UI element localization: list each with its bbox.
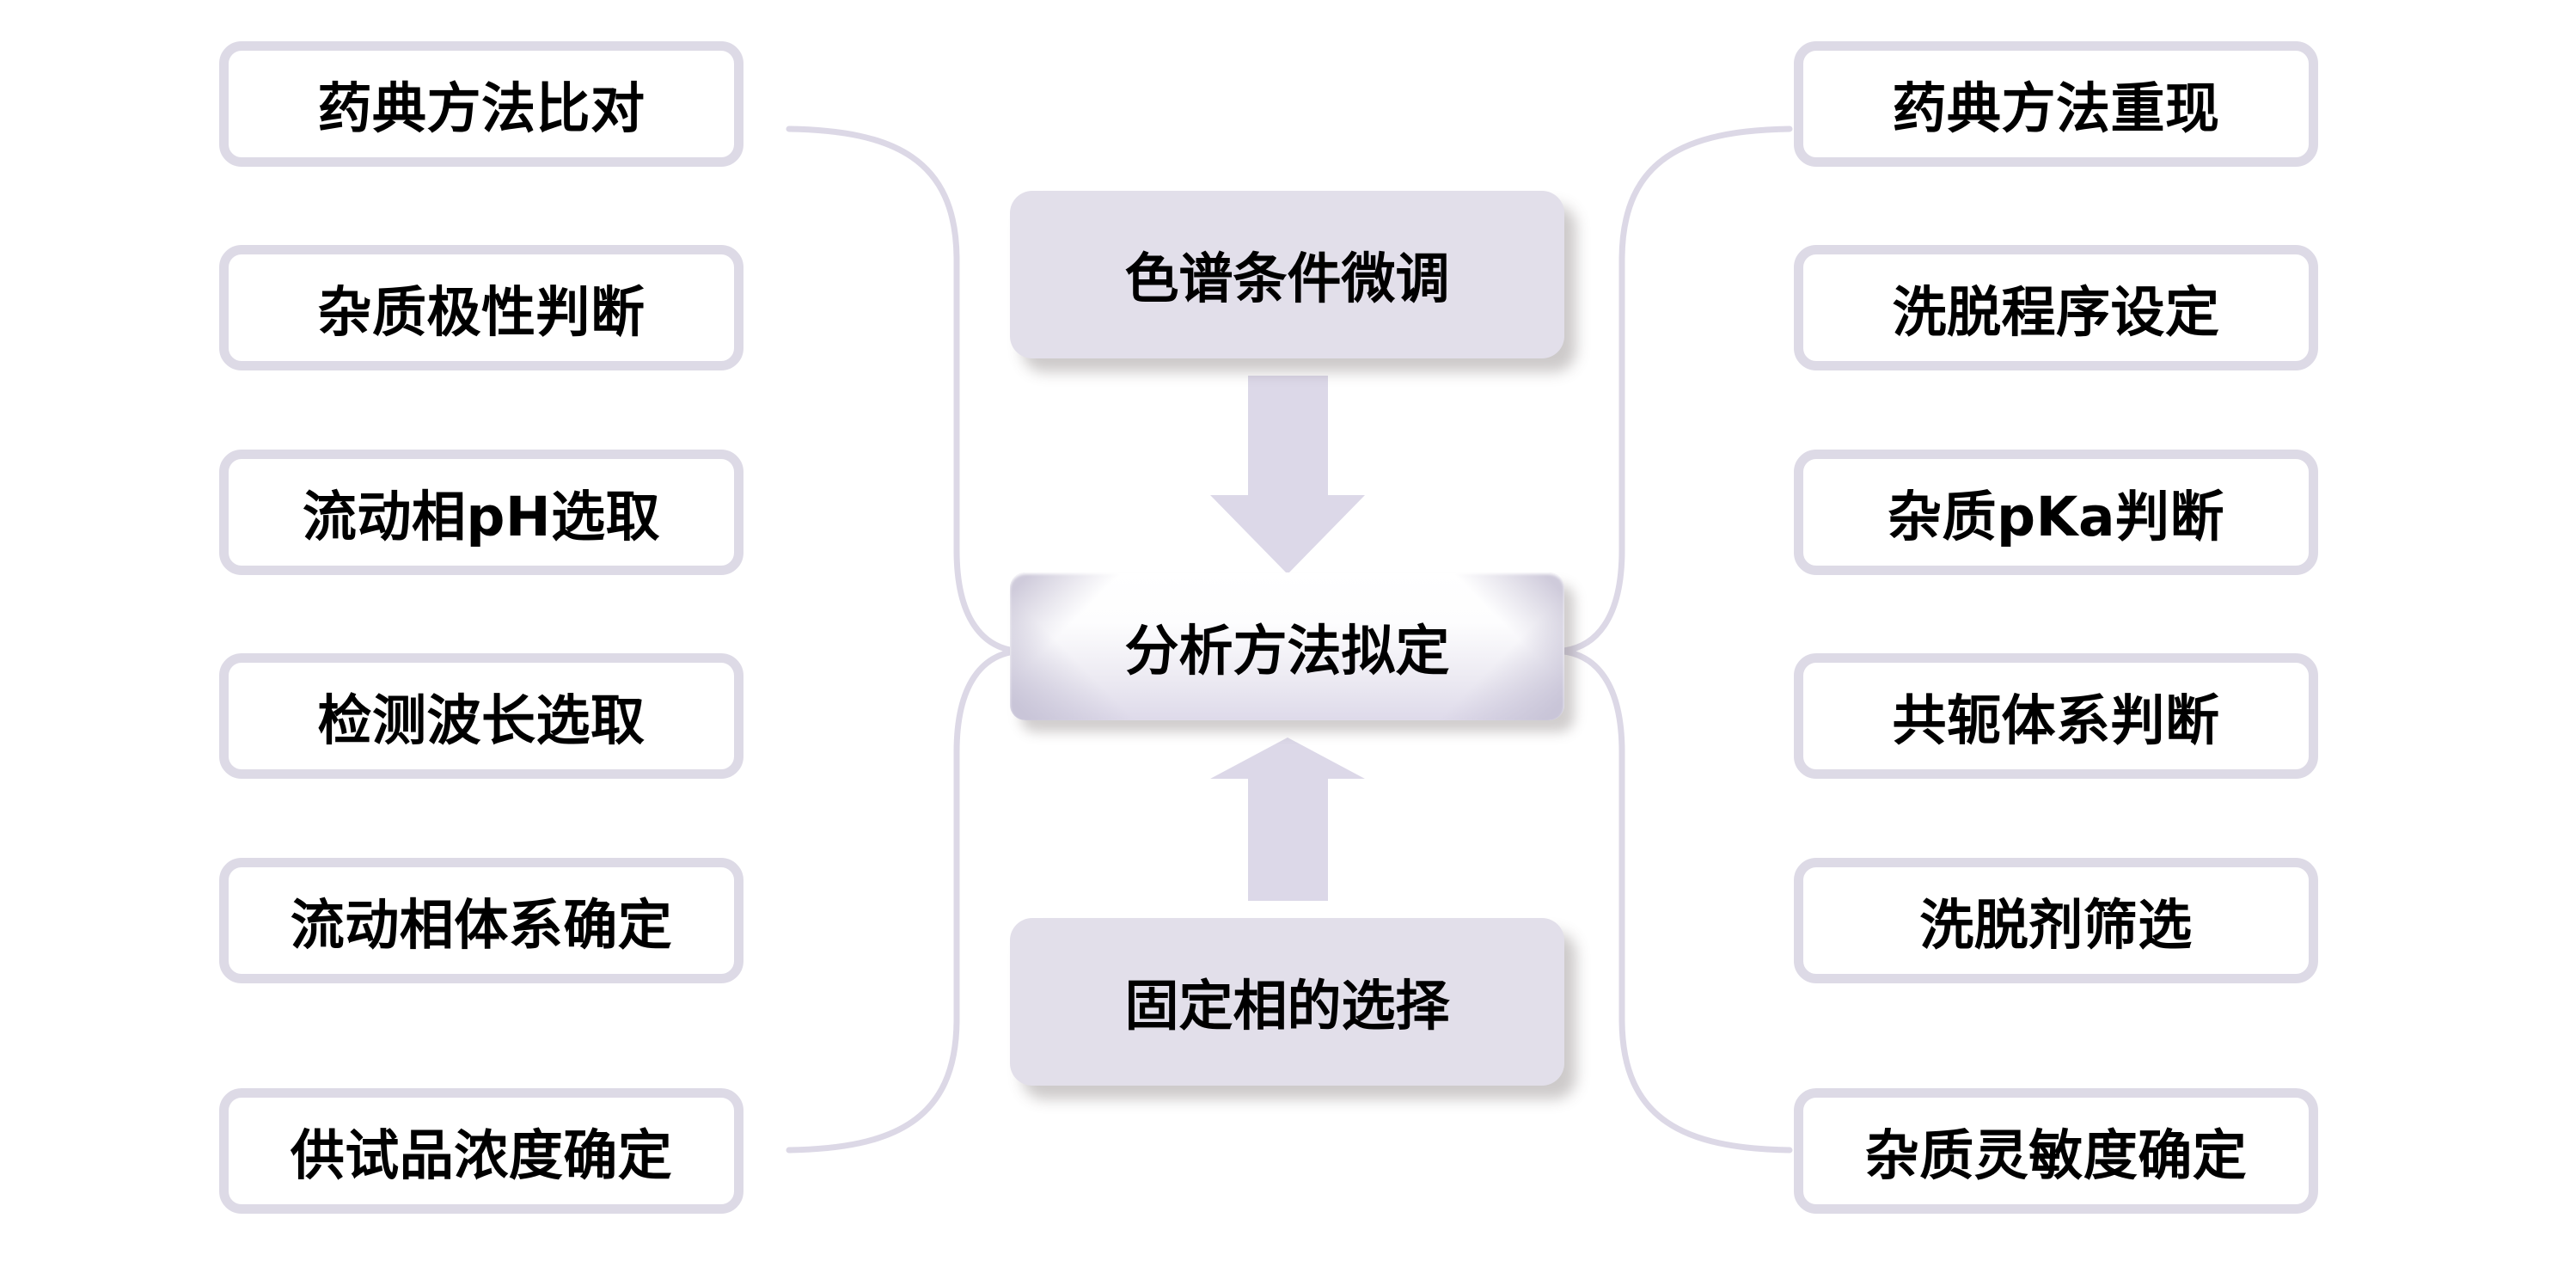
right-item-5-label: 杂质灵敏度确定 <box>1864 1123 2248 1187</box>
center-top-box[interactable]: 色谱条件微调 <box>1010 191 1564 358</box>
center-middle-label: 分析方法拟定 <box>1124 619 1450 682</box>
left-item-3[interactable]: 检测波长选取 <box>219 653 743 779</box>
right-item-3[interactable]: 共轭体系判断 <box>1794 653 2318 779</box>
left-item-5[interactable]: 供试品浓度确定 <box>219 1088 743 1214</box>
arrow-up-icon <box>1210 738 1365 901</box>
right-item-4[interactable]: 洗脱剂筛选 <box>1794 858 2318 983</box>
center-middle-box[interactable]: 分析方法拟定 <box>1010 572 1564 720</box>
left-item-4[interactable]: 流动相体系确定 <box>219 858 743 983</box>
center-bottom-label: 固定相的选择 <box>1124 975 1450 1037</box>
left-item-2[interactable]: 流动相pH选取 <box>219 450 743 575</box>
left-item-3-label: 检测波长选取 <box>317 689 646 752</box>
left-item-0-label: 药典方法比对 <box>317 77 646 140</box>
left-item-4-label: 流动相体系确定 <box>290 893 673 957</box>
left-brace-icon <box>786 125 1018 1154</box>
right-item-0-label: 药典方法重现 <box>1892 77 2220 140</box>
right-brace-icon <box>1561 125 1793 1154</box>
right-item-4-label: 洗脱剂筛选 <box>1919 893 2193 957</box>
right-item-2-label: 杂质pKa判断 <box>1888 485 2224 548</box>
center-bottom-box[interactable]: 固定相的选择 <box>1010 918 1564 1086</box>
right-item-0[interactable]: 药典方法重现 <box>1794 41 2318 167</box>
left-item-1-label: 杂质极性判断 <box>317 280 646 344</box>
arrow-down-icon <box>1210 376 1365 574</box>
left-item-5-label: 供试品浓度确定 <box>290 1123 673 1187</box>
center-top-label: 色谱条件微调 <box>1124 248 1450 310</box>
right-item-1[interactable]: 洗脱程序设定 <box>1794 245 2318 370</box>
right-item-5[interactable]: 杂质灵敏度确定 <box>1794 1088 2318 1214</box>
left-item-1[interactable]: 杂质极性判断 <box>219 245 743 370</box>
right-item-2[interactable]: 杂质pKa判断 <box>1794 450 2318 575</box>
right-item-1-label: 洗脱程序设定 <box>1892 280 2220 344</box>
left-item-0[interactable]: 药典方法比对 <box>219 41 743 167</box>
right-item-3-label: 共轭体系判断 <box>1892 689 2220 752</box>
left-item-2-label: 流动相pH选取 <box>302 485 661 548</box>
